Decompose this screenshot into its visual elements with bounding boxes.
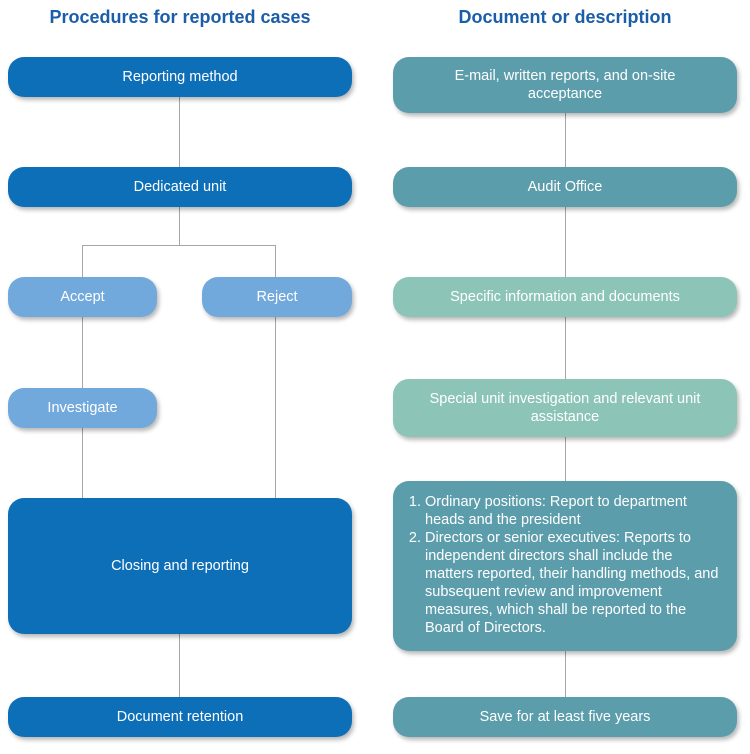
closing-description-list: Ordinary positions: Report to department… bbox=[405, 493, 719, 637]
connector-desc-5-6 bbox=[565, 651, 566, 698]
connector-desc-4-5 bbox=[565, 437, 566, 482]
connector-unit-to-branch bbox=[179, 207, 180, 245]
reporting-description-box: E-mail, written reports, and on-site acc… bbox=[393, 57, 737, 113]
connector-branch-horizontal bbox=[82, 245, 276, 246]
connector-branch-to-accept bbox=[82, 245, 83, 278]
connector-closing-to-retention bbox=[179, 634, 180, 698]
connector-desc-3-4 bbox=[565, 317, 566, 379]
connector-accept-to-investigate bbox=[82, 317, 83, 389]
description-column-title: Document or description bbox=[458, 7, 672, 27]
connector-desc-1-2 bbox=[565, 113, 566, 168]
connector-reporting-to-unit bbox=[179, 96, 180, 168]
unit-description-box: Audit Office bbox=[393, 167, 737, 207]
document-retention-box: Document retention bbox=[8, 697, 352, 737]
accept-box: Accept bbox=[8, 277, 157, 317]
connector-desc-2-3 bbox=[565, 207, 566, 278]
closing-and-reporting-box: Closing and reporting bbox=[8, 498, 352, 634]
dedicated-unit-box: Dedicated unit bbox=[8, 167, 352, 207]
closing-description-item-2: Directors or senior executives: Reports … bbox=[425, 529, 719, 637]
investigate-description-box: Special unit investigation and relevant … bbox=[393, 379, 737, 437]
closing-description-item-1: Ordinary positions: Report to department… bbox=[425, 493, 719, 529]
connector-branch-to-reject bbox=[275, 245, 276, 278]
reporting-method-box: Reporting method bbox=[8, 57, 352, 97]
procedures-column-title: Procedures for reported cases bbox=[49, 7, 311, 27]
connector-reject-to-closing bbox=[275, 317, 276, 499]
closing-description-box: Ordinary positions: Report to department… bbox=[393, 481, 737, 651]
reject-box: Reject bbox=[202, 277, 352, 317]
investigate-box: Investigate bbox=[8, 388, 157, 428]
connector-investigate-to-closing bbox=[82, 428, 83, 499]
retention-description-box: Save for at least five years bbox=[393, 697, 737, 737]
accept-description-box: Specific information and documents bbox=[393, 277, 737, 317]
